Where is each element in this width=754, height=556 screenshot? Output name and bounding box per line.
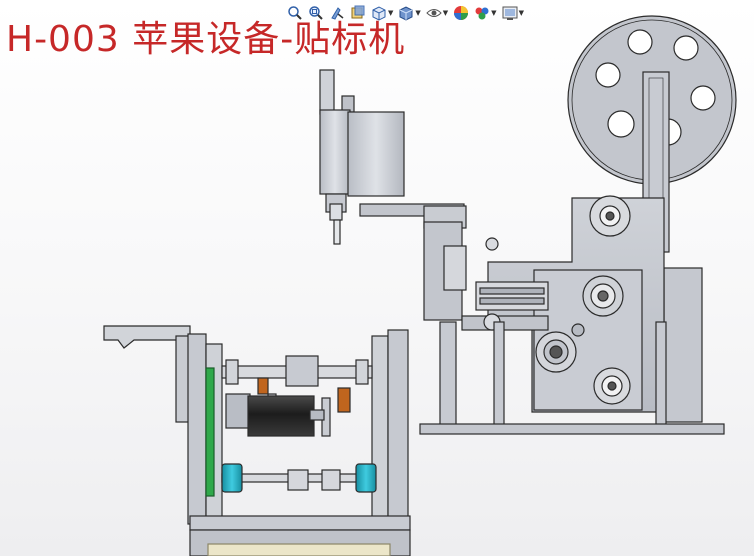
chevron-down-icon: ▼ — [491, 9, 497, 17]
hide-show-items-button[interactable]: ▼ — [425, 3, 449, 23]
view-settings-button[interactable]: ▼ — [501, 3, 525, 23]
previous-view-button[interactable] — [328, 3, 346, 23]
section-view-button[interactable] — [349, 3, 367, 23]
zoom-to-fit-button[interactable] — [286, 3, 304, 23]
view-orientation-button[interactable]: ▼ — [370, 3, 394, 23]
section-view-icon — [351, 5, 365, 19]
view-orientation-icon — [372, 6, 386, 21]
chevron-down-icon: ▼ — [518, 9, 524, 17]
chevron-down-icon: ▼ — [415, 9, 421, 17]
chevron-down-icon: ▼ — [442, 9, 449, 17]
heads-up-view-toolbar: ▼ ▼ ▼ ▼ ▼ — [286, 2, 525, 24]
labeling-head-frame — [419, 195, 725, 435]
apply-scene-button[interactable]: ▼ — [473, 3, 497, 23]
view-settings-icon — [502, 6, 518, 20]
chevron-down-icon: ▼ — [388, 9, 394, 17]
zoom-to-area-icon — [309, 6, 323, 20]
zoom-to-fit-icon — [288, 6, 302, 20]
apply-scene-icon — [475, 7, 489, 20]
previous-view-icon — [331, 7, 344, 20]
display-style-icon — [399, 6, 413, 21]
edit-appearance-icon — [454, 6, 469, 20]
hide-show-items-icon — [426, 9, 442, 17]
drawing-title: H-003 苹果设备-贴标机 — [6, 19, 406, 60]
edit-appearance-button[interactable] — [452, 3, 470, 23]
zoom-to-area-button[interactable] — [307, 3, 325, 23]
conveyor-frame — [103, 325, 411, 556]
spindle-assembly — [319, 69, 467, 245]
display-style-button[interactable]: ▼ — [397, 3, 421, 23]
